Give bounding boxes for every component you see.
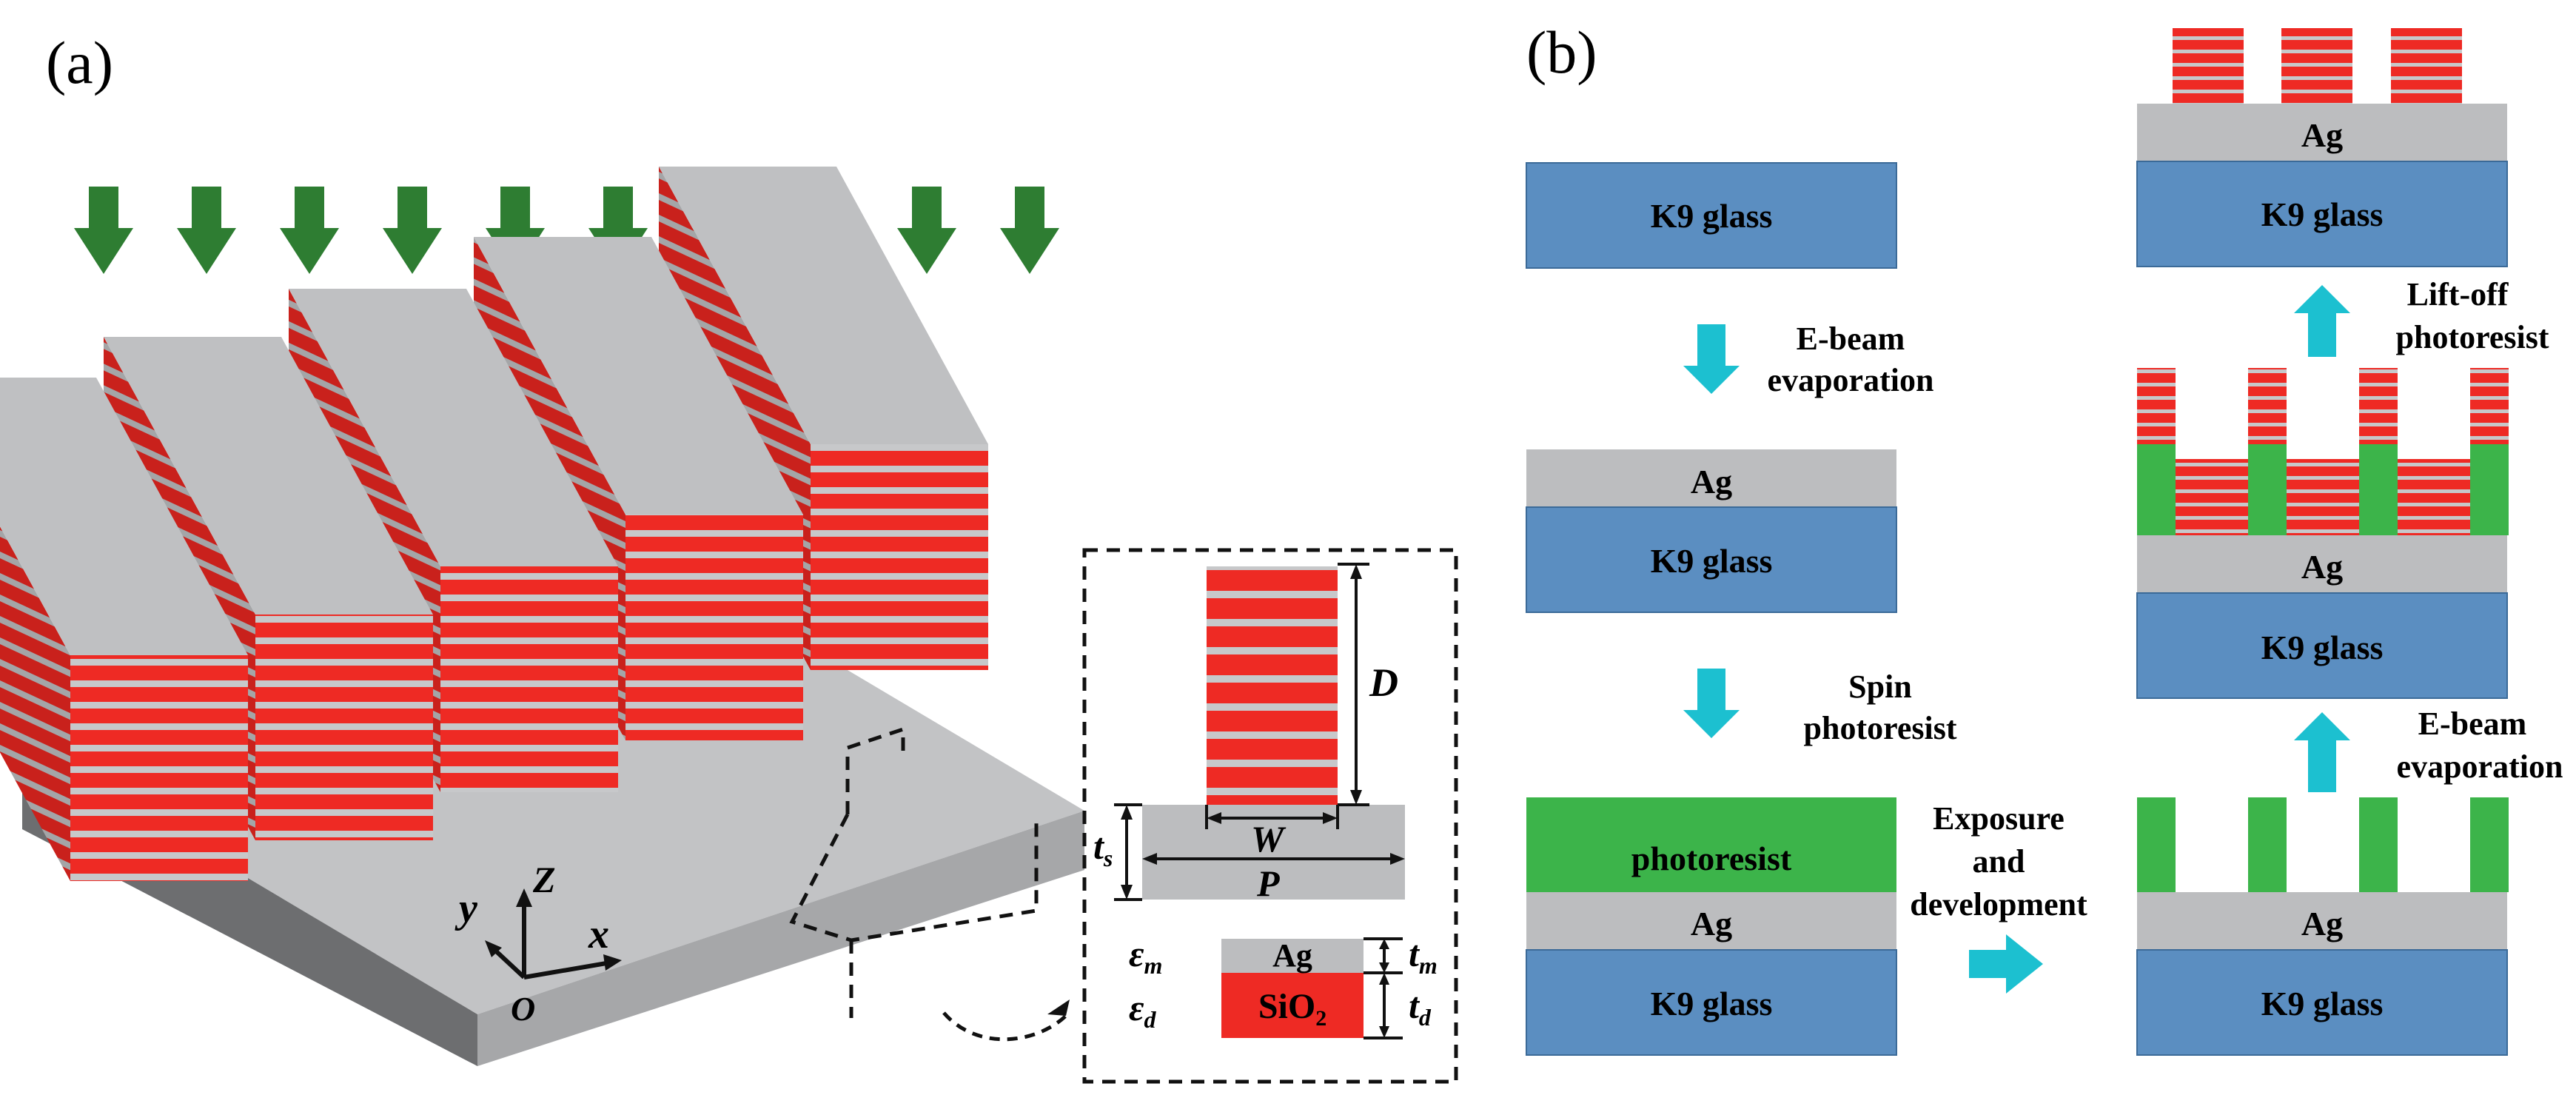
inset-substrate [1142, 805, 1405, 900]
curved-arrow-head [1047, 999, 1070, 1016]
unit-cell-outline [789, 726, 1039, 1018]
legend-t-d: td [1409, 985, 1432, 1031]
stage5-silver-label: Ag [2301, 548, 2343, 586]
stage3-glass [1526, 949, 1897, 1056]
stage5-structure [2136, 368, 2509, 699]
stage4-glass-label: K9 glass [2261, 985, 2384, 1022]
step-spin-line1: Spin [1848, 669, 1912, 705]
inset-label-ts: ts [1093, 826, 1113, 871]
grating-ridges [0, 167, 988, 881]
incident-arrow [383, 187, 442, 274]
process-arrows [1683, 285, 2350, 994]
legend-metal-name: Ag [1272, 937, 1312, 974]
inset-label-P: P [1256, 863, 1280, 904]
axis-origin-label: O [511, 990, 535, 1028]
legend-dielectric-layer [1221, 973, 1364, 1038]
incident-arrow [897, 187, 956, 274]
step-ebeam1-line2: evaporation [1768, 362, 1934, 398]
grating-ridge [0, 378, 248, 881]
legend-t-m: tm [1409, 933, 1438, 979]
incident-arrow [177, 187, 236, 274]
stage5-glass-label: K9 glass [2261, 629, 2384, 666]
panel-a-label: (a) [46, 29, 113, 96]
axis-y-label: y [455, 885, 478, 931]
stage6-silver-label: Ag [2301, 116, 2343, 154]
step-exposure-line3: development [1910, 886, 2087, 922]
step-liftoff-line2: photoresist [2396, 319, 2549, 355]
inset-multilayer-ridge [1207, 566, 1338, 805]
curved-arrow [942, 1011, 1067, 1042]
legend-eps-m: εm [1129, 933, 1162, 979]
step-ebeam1-line1: E-beam [1797, 321, 1905, 357]
inset-label-W: W [1251, 818, 1287, 860]
legend-dimension-lines [1364, 937, 1403, 1039]
inset-dimension-lines [1114, 563, 1405, 901]
step-liftoff-line1: Lift-off [2407, 276, 2509, 312]
incident-arrow [486, 187, 545, 274]
stage1-glass [1526, 162, 1897, 269]
stage2-glass [1526, 506, 1897, 613]
stage3-glass-label: K9 glass [1651, 985, 1773, 1022]
step-ebeam2-line1: E-beam [2418, 706, 2527, 742]
down-arrow [1683, 324, 1740, 394]
stage4-structure [2136, 797, 2509, 1056]
incident-arrow [588, 187, 648, 274]
stage3-silver-label: Ag [1691, 905, 1732, 942]
incident-arrow [280, 187, 339, 274]
stage6-glass-label: K9 glass [2261, 195, 2384, 233]
up-arrow [2294, 285, 2350, 357]
right-arrow [1969, 934, 2043, 994]
stage2-glass-label: K9 glass [1651, 542, 1773, 580]
stage4-silver-label: Ag [2301, 905, 2343, 942]
stage3-photoresist-label: photoresist [1631, 840, 1792, 877]
inset-label-D: D [1369, 660, 1398, 705]
panel-b-label: (b) [1526, 19, 1597, 86]
legend-eps-d: εd [1129, 987, 1157, 1033]
stage2-silver [1526, 449, 1896, 507]
coordinate-axes [485, 888, 622, 980]
step-exposure-line2: and [1973, 843, 2025, 880]
legend-metal-layer [1221, 939, 1364, 973]
stage2-silver-label: Ag [1691, 463, 1732, 500]
stage6-structure [2136, 28, 2508, 267]
legend-dielectric-name: SiO2 [1258, 987, 1326, 1031]
step-exposure-line1: Exposure [1933, 800, 2065, 837]
up-arrow [2294, 712, 2350, 792]
stage1-glass-label: K9 glass [1651, 197, 1773, 235]
stage3-photoresist [1526, 797, 1896, 892]
stage3-silver [1526, 892, 1896, 950]
incident-arrow [74, 187, 133, 274]
step-ebeam2-line2: evaporation [2397, 749, 2563, 785]
down-arrow [1683, 669, 1740, 738]
step-spin-line2: photoresist [1804, 710, 1957, 746]
axis-z-label: Z [532, 859, 556, 900]
axis-x-label: x [588, 911, 609, 957]
incident-arrow [1000, 187, 1059, 274]
